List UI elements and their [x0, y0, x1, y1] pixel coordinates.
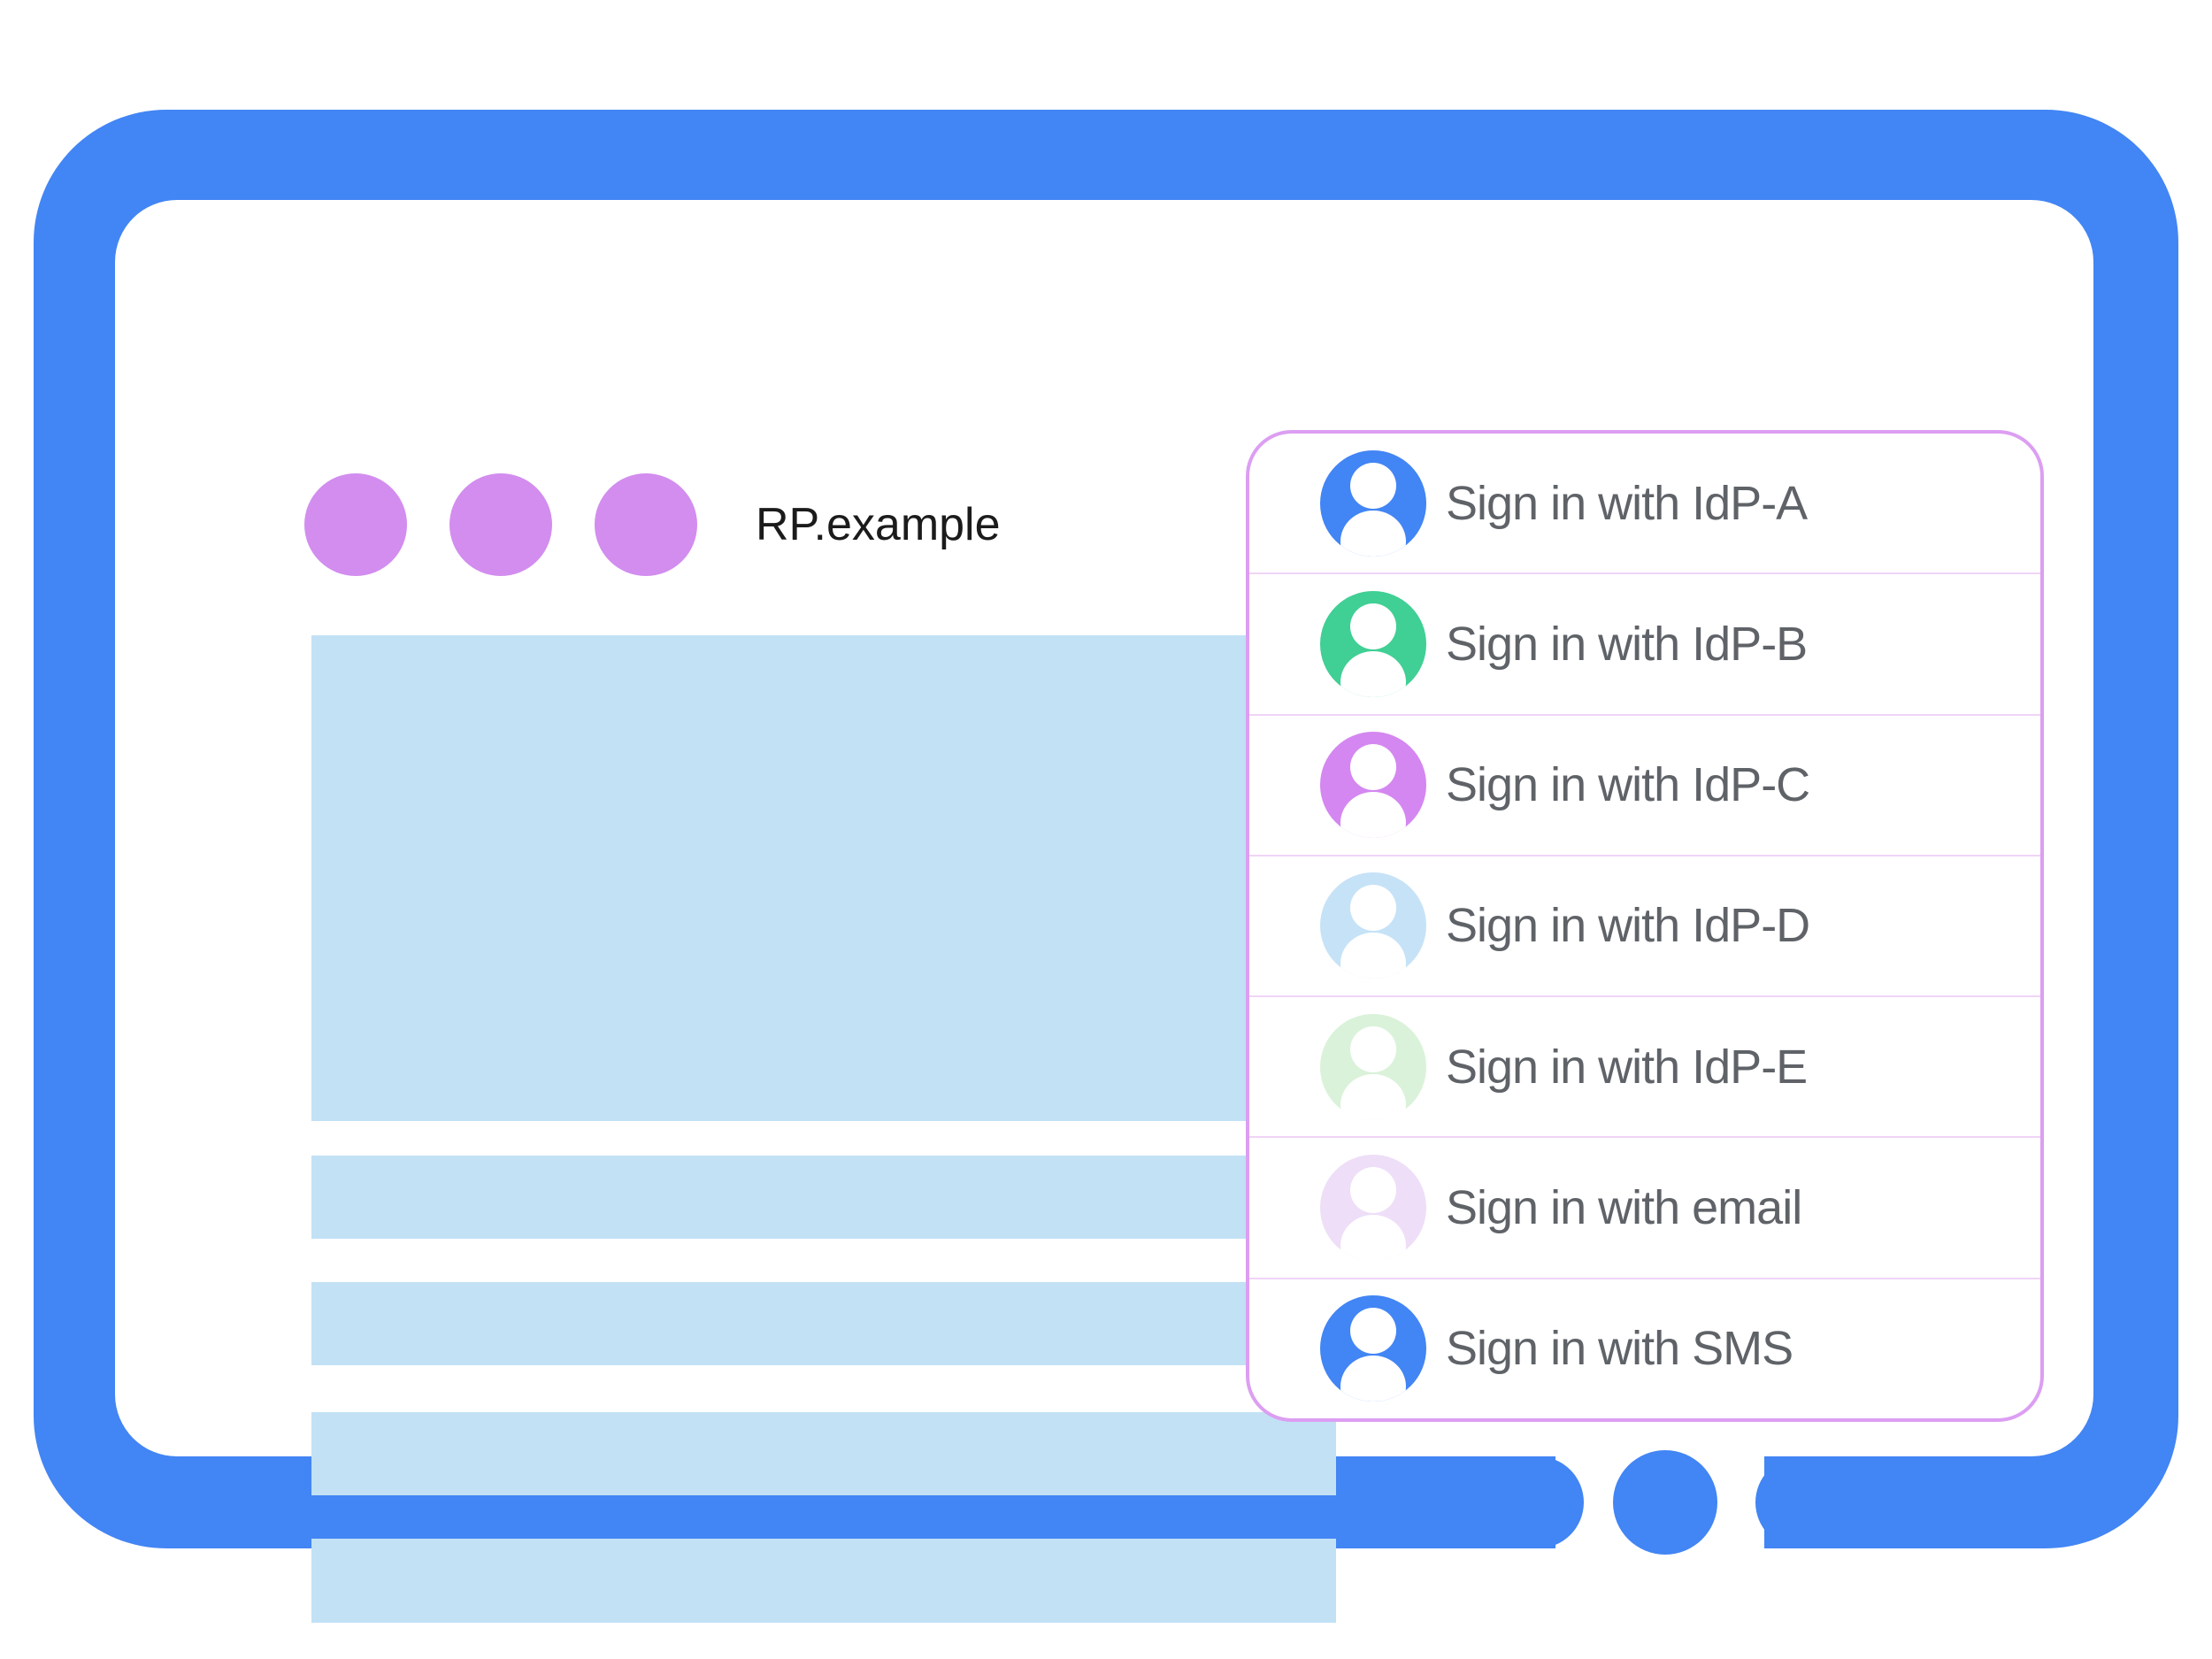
content-placeholder-line — [311, 1539, 1336, 1623]
bezel-bar-left-cap — [1453, 1456, 1584, 1548]
signin-option-label: Sign in with IdP-B — [1446, 617, 1808, 671]
home-button-icon — [1613, 1450, 1717, 1555]
signin-option-sms[interactable]: Sign in with SMS — [1249, 1279, 2040, 1418]
site-label: RP.example — [756, 499, 1001, 550]
signin-option-idp-c[interactable]: Sign in with IdP-C — [1249, 716, 2040, 856]
user-avatar-icon — [1320, 1013, 1426, 1120]
signin-option-label: Sign in with SMS — [1446, 1322, 1793, 1376]
signin-option-label: Sign in with IdP-D — [1446, 899, 1810, 953]
signin-option-label: Sign in with email — [1446, 1181, 1802, 1235]
user-avatar-icon — [1320, 590, 1426, 697]
signin-option-idp-d[interactable]: Sign in with IdP-D — [1249, 856, 2040, 998]
signin-option-idp-e[interactable]: Sign in with IdP-E — [1249, 997, 2040, 1139]
signin-option-label: Sign in with IdP-E — [1446, 1040, 1808, 1094]
user-avatar-icon — [1320, 1295, 1426, 1402]
window-dot-icon — [595, 473, 697, 576]
user-avatar-icon — [1320, 732, 1426, 839]
content-placeholder-line — [311, 1412, 1336, 1495]
content-placeholder-line — [311, 1156, 1336, 1239]
content-placeholder-hero — [311, 635, 1336, 1121]
user-avatar-icon — [1320, 1155, 1426, 1262]
signin-option-email[interactable]: Sign in with email — [1249, 1138, 2040, 1279]
window-dot-icon — [449, 473, 552, 576]
signin-option-idp-b[interactable]: Sign in with IdP-B — [1249, 574, 2040, 716]
bezel-bar-right-cap — [1755, 1456, 1886, 1548]
window-dot-icon — [304, 473, 407, 576]
user-avatar-icon — [1320, 872, 1426, 979]
content-placeholder-line — [311, 1282, 1336, 1365]
signin-option-label: Sign in with IdP-A — [1446, 476, 1808, 530]
user-avatar-icon — [1320, 449, 1426, 557]
signin-option-label: Sign in with IdP-C — [1446, 758, 1810, 812]
signin-dialog: Sign in with IdP-A Sign in with IdP-B Si… — [1246, 430, 2044, 1422]
signin-option-idp-a[interactable]: Sign in with IdP-A — [1249, 434, 2040, 575]
